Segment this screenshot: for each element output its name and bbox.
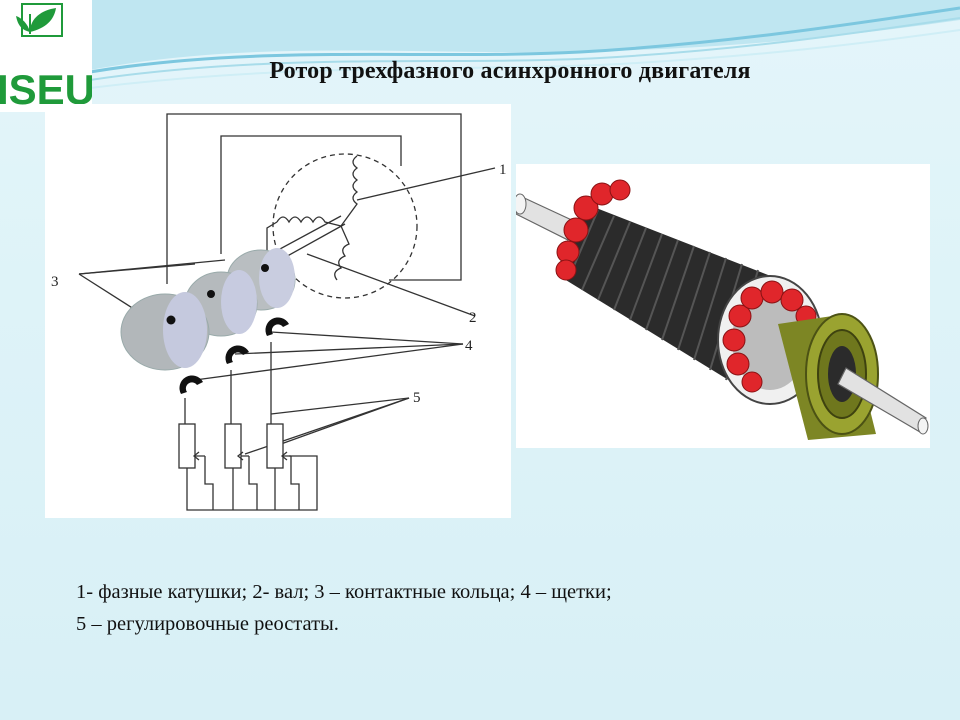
header-wave	[0, 0, 960, 89]
rotor-illustration	[513, 179, 929, 440]
slip-rings	[120, 248, 296, 371]
slip-ring-assembly	[778, 313, 879, 440]
label-4: 4	[465, 338, 473, 354]
caption: 1- фазные катушки; 2- вал; 3 – контактны…	[76, 576, 896, 640]
rheostats	[178, 423, 284, 469]
page-title: Ротор трехфазного асинхронного двигателя	[269, 58, 751, 84]
rotor-schematic: 1 2 3 4 5	[45, 104, 511, 518]
shaft-left	[513, 193, 577, 241]
rotor-photo	[513, 164, 930, 448]
caption-line-1: 1- фазные катушки; 2- вал; 3 – контактны…	[76, 581, 612, 603]
schematic-drawing: 1 2 3 4 5	[51, 113, 507, 511]
iseu-logo: ISEU	[0, 0, 92, 112]
label-2: 2	[469, 310, 477, 326]
label-3: 3	[51, 274, 59, 290]
caption-line-2: 5 – регулировочные реостаты.	[76, 613, 339, 635]
label-5: 5	[413, 390, 421, 406]
label-1: 1	[499, 162, 507, 178]
end-windings	[555, 179, 817, 393]
brushes	[179, 317, 289, 394]
shaft-right	[837, 367, 929, 435]
